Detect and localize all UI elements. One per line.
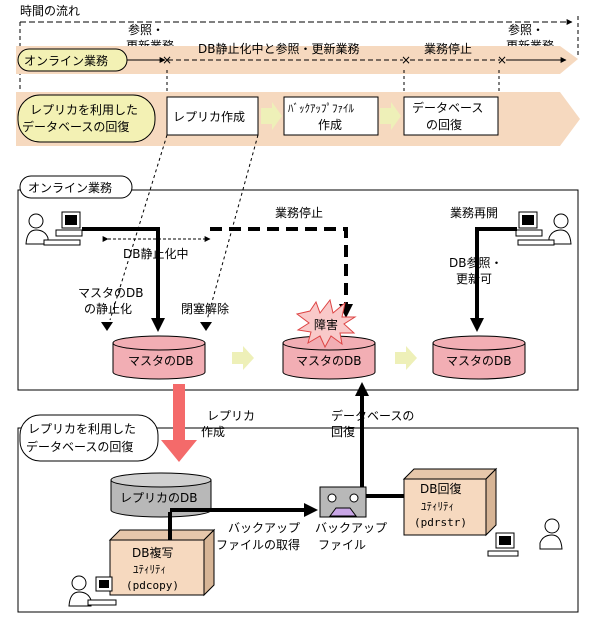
restore-util-label-3: (pdrstr) bbox=[414, 516, 467, 529]
access-line-3 bbox=[475, 227, 517, 320]
replica-panel-title-2: データベースの回復 bbox=[26, 439, 133, 454]
access-line-2-dashed bbox=[210, 227, 348, 306]
failure-label: 障害 bbox=[314, 317, 338, 332]
quiesce-marker bbox=[101, 322, 113, 331]
user-restore-icon bbox=[487, 518, 563, 557]
step-db-recover-label-1: データベース bbox=[412, 100, 483, 115]
restore-utility-box bbox=[402, 467, 498, 537]
timeline-title: 時間の流れ bbox=[20, 4, 80, 18]
backup-file-label-1: バックアップ bbox=[315, 521, 387, 535]
replica-panel-title-1: レプリカを利用した bbox=[28, 422, 136, 436]
ref-update-ok-1: DB参照・ bbox=[449, 255, 502, 270]
step-arrow-1 bbox=[261, 102, 282, 130]
master-db-1-label: マスタのDB bbox=[128, 354, 193, 368]
online-panel-title-pill bbox=[19, 175, 133, 199]
master-quiesce-label-2: の静止化 bbox=[84, 302, 132, 316]
restore-util-label-1: DB回復 bbox=[420, 481, 461, 496]
master-db-1 bbox=[112, 335, 206, 380]
db-recover-label-2: 回復 bbox=[331, 424, 355, 439]
ref-update-left-1: 参照・ bbox=[128, 22, 164, 37]
unblock-label: 閉塞解除 bbox=[181, 301, 229, 316]
replica-create-label-1: レプリカ bbox=[207, 409, 255, 423]
copy-util-label-1: DB複写 bbox=[132, 545, 173, 560]
step-backup-label-1: ﾊﾞｯｸｱｯﾌﾟﾌｧｲﾙ bbox=[288, 102, 354, 115]
failure-star-icon bbox=[295, 298, 357, 349]
copy-utility-box bbox=[108, 528, 216, 597]
copy-to-backup-arrow bbox=[304, 503, 318, 517]
stop-phase-label: 業務停止 bbox=[424, 41, 472, 56]
x-mark-3: × bbox=[497, 53, 507, 67]
step-backup-label-2: 作成 bbox=[318, 118, 342, 132]
replica-panel bbox=[17, 427, 579, 613]
x-mark-2: × bbox=[401, 53, 411, 67]
access-arrow-3 bbox=[470, 318, 484, 332]
business-resume-label: 業務再開 bbox=[450, 206, 498, 220]
business-stop-label: 業務停止 bbox=[275, 205, 323, 220]
master-quiesce-label-1: マスタのDB bbox=[78, 286, 143, 300]
ref-update-right-1: 参照・ bbox=[508, 22, 544, 37]
step-db-recover bbox=[403, 96, 499, 136]
unblock-marker bbox=[200, 322, 212, 331]
replica-label-1: レプリカを利用した bbox=[30, 103, 138, 117]
master-db-2-label: マスタのDB bbox=[296, 354, 361, 368]
replica-label-2: データベースの回復 bbox=[22, 119, 129, 134]
x-mark-1: × bbox=[162, 53, 172, 67]
quiesce-phase-label: DB静止化中と参照・更新業務 bbox=[198, 41, 359, 56]
backup-file-label-2: ファイル bbox=[318, 538, 366, 552]
copy-util-label-2: ﾕﾃｨﾘﾃｨ bbox=[133, 563, 166, 576]
online-panel-title: オンライン業務 bbox=[28, 181, 112, 195]
access-arrow-1 bbox=[151, 318, 165, 332]
ref-update-ok-2: 更新可 bbox=[456, 271, 492, 286]
db-step-arrow-2 bbox=[395, 346, 417, 370]
replica-db bbox=[110, 472, 212, 518]
replica-panel-title-pill bbox=[19, 414, 159, 462]
step-arrow-2 bbox=[380, 102, 401, 130]
user-copy-icon bbox=[68, 575, 117, 607]
guide-diag-right bbox=[206, 134, 259, 321]
access-line-1 bbox=[82, 227, 160, 320]
replica-label-pill bbox=[17, 94, 156, 143]
db-step-arrow-1 bbox=[232, 346, 254, 370]
backup-get-label-1: バックアップ bbox=[228, 521, 300, 535]
replica-create-red-arrow bbox=[161, 384, 197, 462]
db-recover-label-1: データベースの bbox=[331, 408, 414, 423]
replica-db-label: レプリカのDB bbox=[120, 491, 197, 505]
copy-util-label-3: (pdcopy) bbox=[126, 579, 179, 592]
master-db-3-label: マスタのDB bbox=[446, 354, 511, 368]
online-panel bbox=[17, 189, 579, 391]
step-replica-create-label: レプリカ作成 bbox=[173, 110, 245, 124]
online-label: オンライン業務 bbox=[24, 54, 108, 68]
master-db-3 bbox=[432, 335, 526, 380]
step-replica-create bbox=[166, 96, 259, 136]
step-db-recover-label-2: の回復 bbox=[426, 117, 462, 132]
step-backup-create bbox=[283, 96, 379, 136]
master-db-2 bbox=[282, 335, 376, 380]
backup-get-label-2: ファイルの取得 bbox=[216, 537, 300, 552]
replica-create-label-2: 作成 bbox=[201, 425, 225, 439]
user-left-icon bbox=[25, 211, 83, 246]
restore-util-label-2: ﾕﾃｨﾘﾃｨ bbox=[421, 500, 454, 513]
backup-tape-icon bbox=[319, 486, 367, 518]
backup-to-master-arrow bbox=[355, 382, 369, 396]
db-quiesce-label: DB静止化中 bbox=[123, 246, 188, 261]
user-right-icon bbox=[515, 211, 572, 246]
